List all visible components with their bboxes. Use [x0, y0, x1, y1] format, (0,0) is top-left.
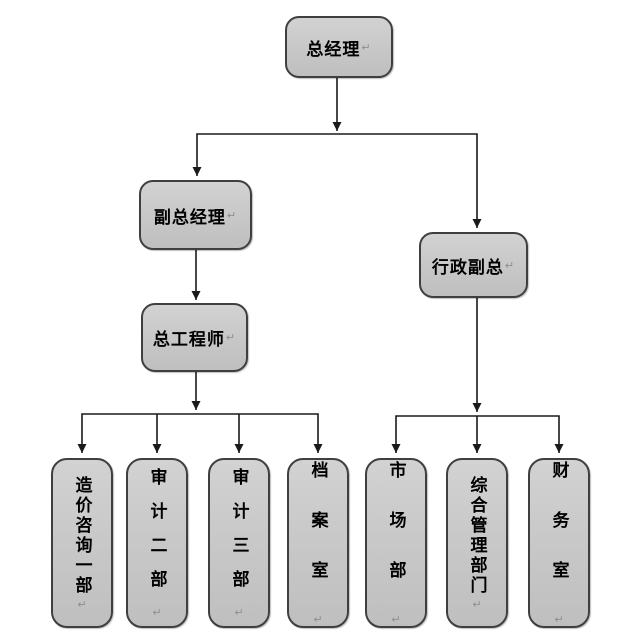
node-label: 总工程师	[152, 330, 225, 350]
edge-left-fan	[77, 413, 323, 453]
node-deputy-general-manager: 副总经理↵	[139, 180, 252, 250]
node-label: 市场部	[385, 460, 406, 611]
node-archives-room: 档案室↵	[287, 458, 349, 628]
paragraph-return-mark: ↵	[552, 612, 566, 626]
node-label: 综合管理部门	[466, 475, 487, 596]
node-chief-engineer: 总工程师↵	[141, 303, 248, 372]
paragraph-return-mark: ↵	[225, 331, 237, 344]
node-general-manager: 总经理↵	[285, 16, 393, 78]
node-general-management-dept: 综合管理部门↵	[446, 458, 508, 628]
paragraph-return-mark: ↵	[226, 208, 238, 222]
node-label: 审计三部	[228, 467, 249, 604]
node-finance-room: 财务室↵	[528, 458, 590, 628]
node-label: 副总经理	[153, 207, 226, 228]
node-label: 档案室	[307, 460, 328, 611]
paragraph-return-mark: ↵	[75, 597, 89, 611]
node-admin-deputy: 行政副总↵	[419, 232, 528, 298]
node-label: 财务室	[548, 460, 569, 611]
paragraph-return-mark: ↵	[311, 612, 325, 626]
paragraph-return-mark: ↵	[389, 612, 403, 626]
paragraph-return-mark: ↵	[504, 258, 516, 272]
node-label: 造价咨询一部	[71, 475, 92, 596]
node-label: 审计二部	[146, 467, 167, 604]
paragraph-return-mark: ↵	[232, 605, 246, 619]
paragraph-return-mark: ↵	[470, 597, 484, 611]
node-label: 行政副总	[431, 257, 504, 278]
node-cost-consulting-dept-1: 造价咨询一部↵	[51, 458, 113, 628]
paragraph-return-mark: ↵	[150, 605, 164, 619]
node-audit-dept-3: 审计三部↵	[208, 458, 270, 628]
node-market-dept: 市场部↵	[365, 458, 427, 628]
node-audit-dept-2: 审计二部↵	[126, 458, 188, 628]
paragraph-return-mark: ↵	[361, 40, 372, 54]
node-label: 总经理	[306, 39, 361, 60]
edge-right-fan	[391, 415, 564, 453]
